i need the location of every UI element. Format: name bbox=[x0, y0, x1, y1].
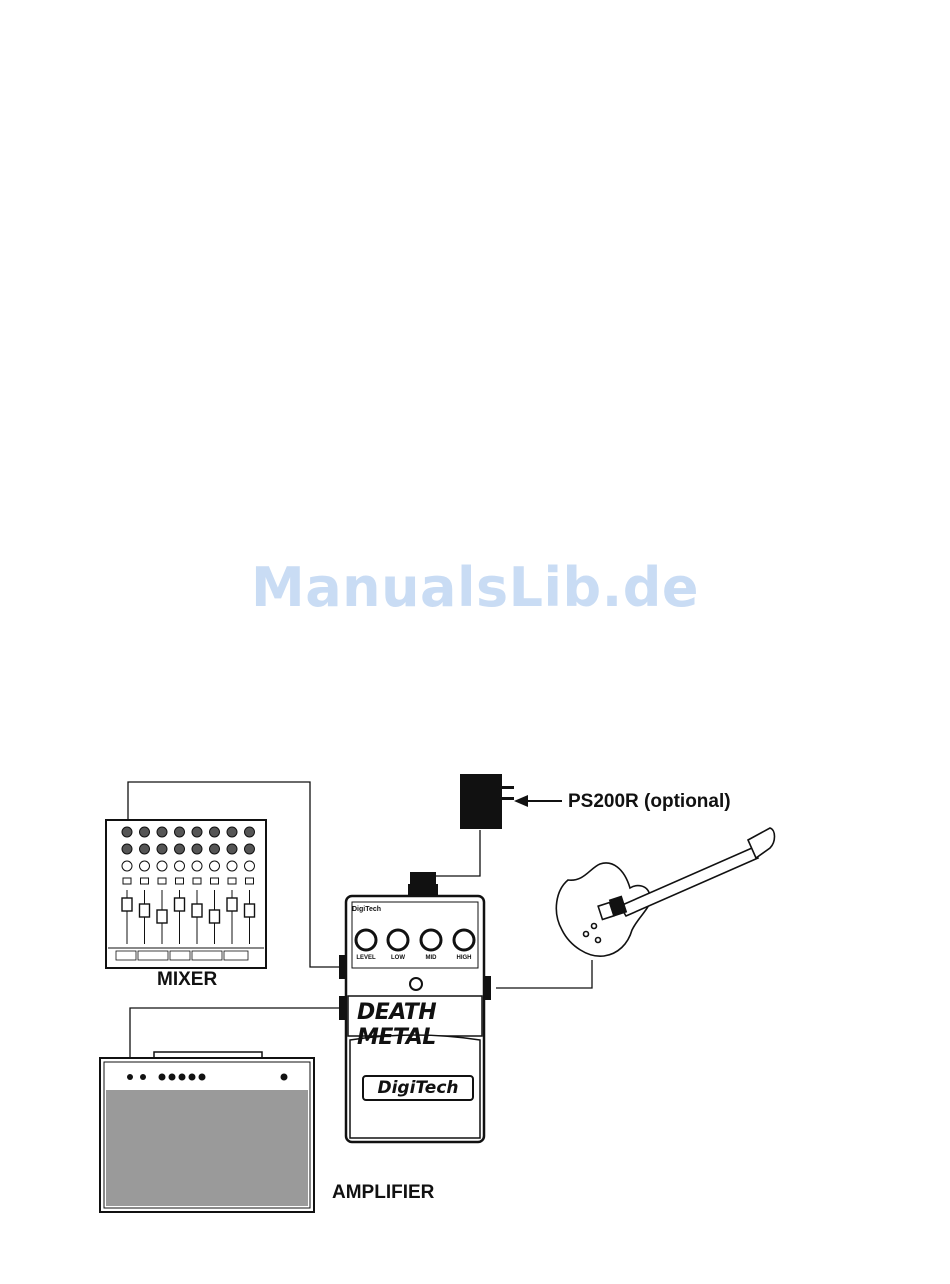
mixer-button bbox=[176, 878, 184, 884]
mixer-knob bbox=[245, 827, 255, 837]
mixer-knob bbox=[157, 861, 167, 871]
mixer-knob bbox=[140, 827, 150, 837]
mixer-knob bbox=[210, 827, 220, 837]
mixer-button bbox=[123, 878, 131, 884]
arrow-icon bbox=[514, 795, 562, 807]
mixer-knob bbox=[227, 861, 237, 871]
mixer-knob bbox=[227, 844, 237, 854]
mixer-knob bbox=[175, 844, 185, 854]
mixer-fader-handle bbox=[210, 910, 220, 923]
mixer-button bbox=[193, 878, 201, 884]
mixer-knob bbox=[140, 844, 150, 854]
knob-label-mid: MID bbox=[416, 955, 446, 961]
mixer-knob bbox=[210, 861, 220, 871]
mixer-knob bbox=[192, 827, 202, 837]
mixer-button bbox=[246, 878, 254, 884]
mixer-fader-handle bbox=[140, 904, 150, 917]
knob-label-high: HIGH bbox=[449, 955, 479, 961]
mixer-knob bbox=[245, 844, 255, 854]
mixer-icon bbox=[106, 820, 266, 968]
watermark-text: ManualsLib.de bbox=[0, 556, 950, 619]
mixer-knob bbox=[122, 861, 132, 871]
mixer-knob bbox=[210, 844, 220, 854]
mixer-knob bbox=[192, 861, 202, 871]
power-supply-icon bbox=[408, 774, 514, 896]
mixer-knob bbox=[122, 844, 132, 854]
mixer-button bbox=[228, 878, 236, 884]
mixer-knob bbox=[175, 827, 185, 837]
mixer-knob bbox=[175, 861, 185, 871]
mixer-fader-handle bbox=[175, 898, 185, 911]
pedal-brand-small: DigiTech bbox=[352, 906, 381, 913]
mixer-knob bbox=[157, 844, 167, 854]
mixer-fader-handle bbox=[192, 904, 202, 917]
mixer-button bbox=[211, 878, 219, 884]
knob-label-low: LOW bbox=[383, 955, 413, 961]
mixer-fader-handle bbox=[227, 898, 237, 911]
mixer-fader-handle bbox=[122, 898, 132, 911]
guitar-icon bbox=[556, 828, 774, 956]
mixer-knob bbox=[140, 861, 150, 871]
mixer-button bbox=[141, 878, 149, 884]
pedal-brand-logo: DigiTech bbox=[362, 1075, 474, 1101]
mixer-knob bbox=[245, 861, 255, 871]
mixer-knob bbox=[157, 827, 167, 837]
power-cable bbox=[436, 830, 480, 876]
mixer-fader-handle bbox=[245, 904, 255, 917]
amplifier-icon bbox=[100, 1052, 314, 1212]
mixer-label: MIXER bbox=[157, 969, 217, 991]
mixer-fader-handle bbox=[157, 910, 167, 923]
power-supply-label: PS200R (optional) bbox=[568, 791, 731, 813]
amplifier-label: AMPLIFIER bbox=[332, 1182, 434, 1204]
knob-label-level: LEVEL bbox=[351, 955, 381, 961]
mixer-knob bbox=[192, 844, 202, 854]
pedal-title: DEATH METAL bbox=[357, 1000, 477, 1050]
mixer-knob bbox=[227, 827, 237, 837]
guitar-cable bbox=[496, 960, 592, 988]
mixer-button bbox=[158, 878, 166, 884]
mixer-knob bbox=[122, 827, 132, 837]
